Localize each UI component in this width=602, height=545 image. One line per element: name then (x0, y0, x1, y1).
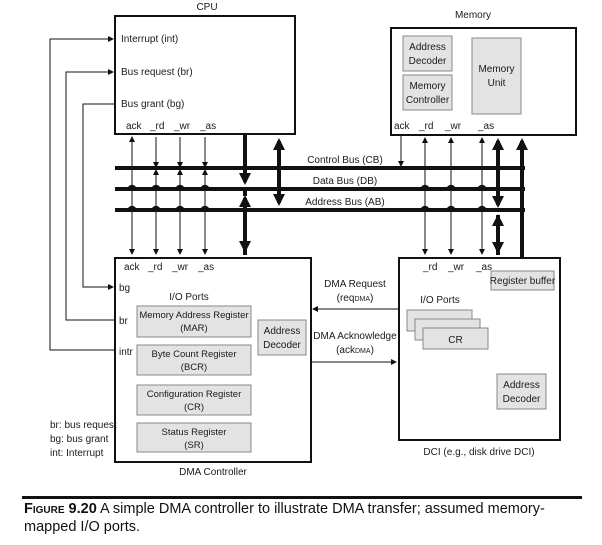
memory-pin-rd: _rd (418, 121, 433, 132)
memory-data-address-lines (492, 138, 528, 269)
register-mar (136, 305, 252, 338)
system-buses: Control Bus (CB) Data Bus (DB) Address B… (115, 155, 525, 212)
dma-request-ack: DMA Request (reqDMA) DMA Acknowledge (ac… (311, 279, 398, 365)
dma-ack-signal: (ackDMA) (336, 345, 374, 356)
memory-block: Memory Address Decoder Memory Controller… (390, 10, 577, 136)
svg-text:(MAR): (MAR) (180, 323, 207, 334)
cpu-pin-as: _as (199, 121, 216, 132)
figure-number: Figure 9.20 (24, 501, 97, 517)
dma-ack-label: DMA Acknowledge (313, 331, 397, 342)
dma-title: DMA Controller (179, 467, 247, 478)
memory-pin-ack: ack (394, 121, 411, 132)
svg-text:Status Register: Status Register (162, 427, 227, 438)
svg-text:Controller: Controller (406, 95, 450, 106)
cpu-dma-handshake-wires (49, 36, 115, 351)
dma-pin-ack: ack (124, 262, 141, 273)
svg-text:Unit: Unit (488, 78, 506, 89)
dci-block: _rd _wr _as Register buffer I/O Ports CR… (398, 257, 561, 458)
control-bus-label: Control Bus (CB) (307, 155, 383, 166)
cpu-block: CPU Interrupt (int) Bus request (br) Bus… (114, 2, 296, 135)
legend-int: int: Interrupt (50, 448, 104, 459)
svg-text:Decoder: Decoder (503, 394, 541, 405)
cpu-pin-rd: _rd (149, 121, 164, 132)
dma-pin-as: _as (197, 262, 214, 273)
figure-caption-text: A simple DMA controller to illustrate DM… (24, 501, 545, 535)
svg-text:Address: Address (409, 42, 446, 53)
bus-grant-wire (82, 103, 115, 290)
dci-pin-rd: _rd (422, 262, 437, 273)
legend-br: br: bus request (50, 420, 117, 431)
caption-rule (22, 496, 582, 499)
dci-pin-wr: _wr (447, 262, 465, 273)
svg-text:Memory: Memory (478, 64, 514, 75)
memory-title: Memory (455, 10, 491, 21)
dma-signal-br: br (119, 316, 129, 327)
cpu-control-lines (126, 136, 211, 255)
memory-address-decoder (402, 35, 453, 72)
svg-text:Memory: Memory (409, 81, 445, 92)
cpu-pin-wr: _wr (173, 121, 191, 132)
dma-pin-rd: _rd (147, 262, 162, 273)
dci-address-decoder (496, 373, 547, 410)
dma-pin-wr: _wr (171, 262, 189, 273)
dci-pin-as: _as (475, 262, 492, 273)
figure-caption: Figure 9.20 A simple DMA controller to i… (24, 500, 584, 536)
svg-text:(SR): (SR) (184, 440, 204, 451)
svg-text:(BCR): (BCR) (181, 362, 207, 373)
dma-request-signal: (reqDMA) (337, 293, 374, 304)
svg-text:(CR): (CR) (184, 402, 204, 413)
address-bus-label: Address Bus (AB) (305, 197, 384, 208)
memory-control-lines (398, 136, 488, 255)
memory-unit (471, 37, 522, 115)
dma-address-decoder (257, 319, 307, 356)
cpu-interrupt-label: Interrupt (int) (121, 34, 178, 45)
svg-text:Configuration Register: Configuration Register (147, 389, 242, 400)
memory-pin-wr: _wr (444, 121, 462, 132)
memory-pin-as: _as (477, 121, 494, 132)
svg-text:Byte Count Register: Byte Count Register (151, 349, 236, 360)
cpu-pin-ack: ack (126, 121, 143, 132)
io-port-cr (422, 327, 489, 350)
register-bcr (136, 344, 252, 376)
dma-controller-block: ack _rd _wr _as bg br intr I/O Ports Mem… (114, 257, 312, 478)
dci-title: DCI (e.g., disk drive DCI) (423, 447, 534, 458)
svg-text:Address: Address (503, 380, 540, 391)
bus-request-wire (65, 69, 115, 321)
cpu-bus-grant-label: Bus grant (bg) (121, 99, 184, 110)
dma-request-label: DMA Request (324, 279, 386, 290)
legend-bg: bg: bus grant (50, 434, 109, 445)
register-sr (136, 422, 252, 453)
interrupt-wire (49, 36, 115, 351)
register-buffer (490, 270, 555, 291)
svg-text:Register buffer: Register buffer (490, 276, 556, 287)
dma-io-ports-label: I/O Ports (169, 292, 208, 303)
dma-signal-bg: bg (119, 283, 130, 294)
register-cr (136, 384, 252, 416)
cpu-bus-request-label: Bus request (br) (121, 67, 193, 78)
svg-text:Memory Address Register: Memory Address Register (139, 310, 248, 321)
abbreviation-legend: br: bus request bg: bus grant int: Inter… (50, 420, 117, 459)
svg-text:Decoder: Decoder (409, 56, 447, 67)
data-bus-label: Data Bus (DB) (313, 176, 377, 187)
memory-controller (402, 74, 453, 111)
svg-text:CR: CR (448, 335, 462, 346)
dci-io-ports-label: I/O Ports (420, 295, 459, 306)
dma-signal-intr: intr (119, 347, 134, 358)
svg-text:Decoder: Decoder (263, 340, 301, 351)
cpu-data-address-lines (239, 134, 285, 255)
cpu-title: CPU (196, 2, 217, 13)
svg-text:Address: Address (264, 326, 301, 337)
